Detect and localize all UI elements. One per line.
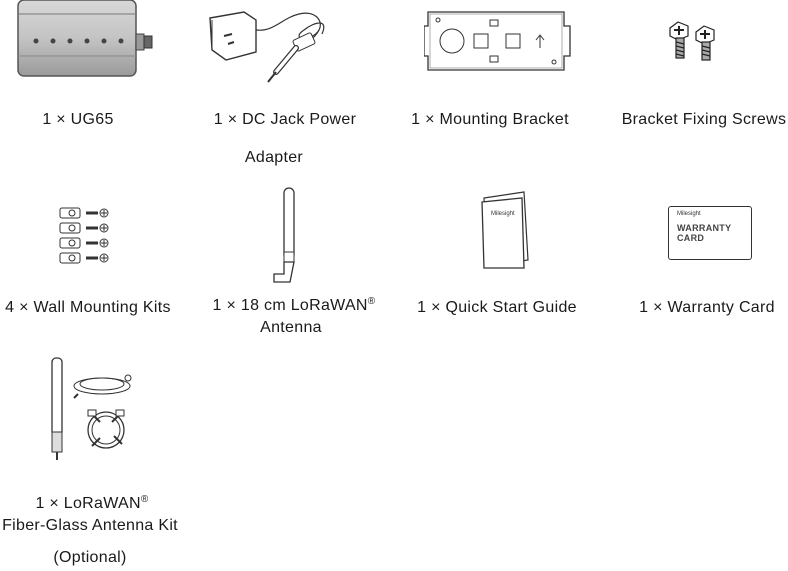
guide-icon: Milesight: [480, 190, 536, 270]
warranty-card-title-2: CARD: [677, 233, 705, 243]
caption-bracket-screws: Bracket Fixing Screws: [621, 111, 787, 128]
antenna-icon: [270, 186, 310, 286]
fiber-antenna-kit-icon: [44, 356, 144, 462]
caption-ug65: 1 × UG65: [42, 111, 114, 128]
caption-mounting-bracket: 1 × Mounting Bracket: [411, 111, 569, 128]
caption-power-adapter: 1 × DC Jack Power: [213, 111, 357, 128]
caption-warranty: 1 × Warranty Card: [639, 299, 775, 316]
guide-brand: Milesight: [491, 211, 515, 217]
warranty-card-icon: Milesight WARRANTY CARD: [668, 206, 752, 260]
caption-antenna-line2: Antenna: [260, 319, 322, 336]
wall-kits-icon: [58, 206, 114, 268]
power-adapter-icon: [204, 0, 354, 90]
caption-antenna: 1 × 18 cm LoRaWAN®: [212, 296, 376, 314]
screws-icon: [666, 18, 724, 62]
gateway-icon: [16, 0, 156, 80]
caption-quick-guide: 1 × Quick Start Guide: [417, 299, 577, 316]
warranty-brand: Milesight: [677, 211, 701, 217]
caption-fiber-kit: 1 × LoRaWAN®: [35, 494, 149, 512]
mounting-bracket-icon: [424, 10, 574, 76]
caption-power-adapter-line2: Adapter: [244, 149, 304, 166]
warranty-card-title-1: WARRANTY: [677, 223, 732, 233]
caption-wall-kits: 4 × Wall Mounting Kits: [5, 299, 171, 316]
caption-fiber-kit-line2: Fiber-Glass Antenna Kit: [2, 517, 178, 534]
caption-fiber-kit-line3: (Optional): [53, 549, 127, 566]
